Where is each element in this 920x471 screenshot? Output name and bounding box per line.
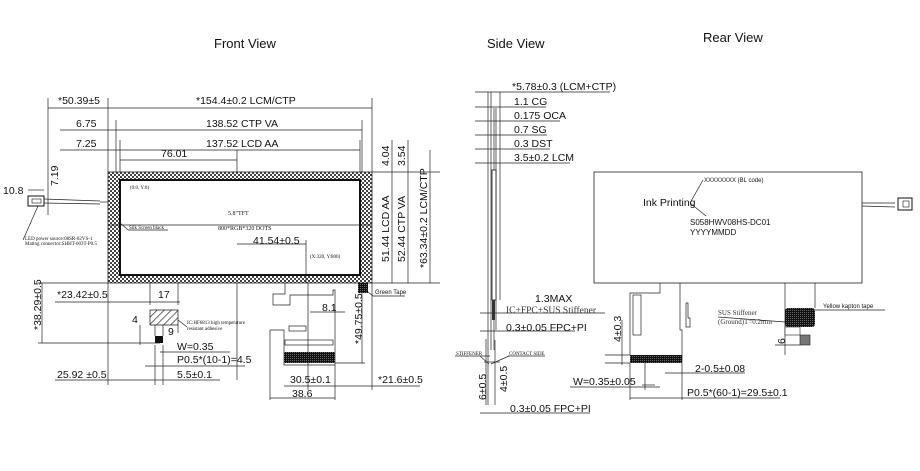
rear-fpc-outline <box>570 283 885 400</box>
silk-screen-label: Silk Screen black <box>129 226 164 231</box>
rear-view: Rear View Ink Printing XXXXXXXX (BL code… <box>570 30 913 400</box>
stiffener-profile <box>492 300 495 320</box>
stiffener-label: STIFFENER <box>456 352 483 357</box>
side-dim-total: *5.78±0.3 (LCM+CTP) <box>512 81 616 93</box>
sus-stiffener-block <box>799 334 811 346</box>
dim-pitch-10: P0.5*(10-1)=4.5 <box>177 354 252 366</box>
ic-label: IC:HF6813 high temperature <box>187 321 246 326</box>
dim-23-42: *23.42±0.5 <box>57 289 108 301</box>
side-view: Side View *5.78±0.3 (LCM+CTP) <box>455 36 616 415</box>
dim-38-29: *38.29±0.5 <box>32 279 44 330</box>
left-fpc-dimension-lines <box>38 282 245 385</box>
part-number: S058HWV08HS-DC01 <box>690 218 771 227</box>
rear-dim-2-0-5: 2-0.5±0.08 <box>695 363 745 375</box>
rear-dim-w: W=0.35±0.05 <box>573 376 636 388</box>
bl-code: XXXXXXXX (BL code) <box>704 178 763 184</box>
side-dim-oca: 0.175 OCA <box>514 110 566 122</box>
side-dim-max: 1.3MAX <box>535 293 572 305</box>
dim-7-25: 7.25 <box>76 138 97 150</box>
date-code: YYYYMMDD <box>690 228 736 237</box>
side-dim-6: 6±0.5 <box>477 374 489 400</box>
dim-3-54: 3.54 <box>396 145 408 166</box>
dim-63-34: *63.34±0.2 LCM/CTP <box>418 168 430 268</box>
rear-fpc-contacts <box>630 355 682 363</box>
dim-7-19: 7.19 <box>49 165 61 186</box>
dim-52-44: 52.44 CTP VA <box>396 196 408 262</box>
left-fpc-contacts <box>155 336 163 343</box>
front-view-title: Front View <box>214 36 277 51</box>
dim-41-54: 41.54±0.5 <box>253 235 300 247</box>
dim-50-39: *50.39±5 <box>58 95 100 107</box>
front-top-dimension-lines <box>47 98 440 380</box>
rear-panel <box>593 171 863 284</box>
dim-w-0-35: W=0.35 <box>177 341 214 353</box>
side-stack-lines <box>455 91 610 414</box>
adhesive-label: resistant adhesive <box>187 327 223 332</box>
side-fpc-pi-2: 0.3±0.05 FPC+PI <box>510 403 591 415</box>
lcm-body <box>491 169 497 301</box>
rear-dim-6: 6 <box>776 338 788 344</box>
dim-10-8: 10.8 <box>3 185 24 197</box>
sus-stiffener-label: SUS Stiffener <box>718 309 758 317</box>
side-dim-dst: 0.3 DST <box>514 138 553 150</box>
dim-4-04: 4.04 <box>380 145 392 166</box>
dim-21-6: *21.6±0.5 <box>378 374 423 386</box>
rear-dim-pitch: P0.5*(60-1)=29.5±0.1 <box>687 387 788 399</box>
side-fpc-pi-1: 0.3±0.05 FPC+PI <box>506 322 587 334</box>
dim-4: 4 <box>132 314 138 326</box>
dim-38-6: 38.6 <box>292 388 313 400</box>
green-tape <box>358 283 368 293</box>
rear-dim-4: 4±0.3 <box>612 316 624 342</box>
dim-8-1: 8.1 <box>322 302 337 314</box>
dim-51-44: 51.44 LCD AA <box>380 195 392 262</box>
dim-5-5: 5.5±0.1 <box>177 369 212 381</box>
side-dim-4: 4±0.5 <box>498 366 510 392</box>
contact-side-label: CONTACT SIDE <box>509 352 544 357</box>
active-area <box>119 179 361 276</box>
rear-view-title: Rear View <box>703 30 763 45</box>
dim-137-52: 137.52 LCD AA <box>206 138 278 150</box>
side-dim-lcm: 3.5±0.2 LCM <box>514 152 574 164</box>
kapton-label: Yellow kapton tape <box>823 304 874 310</box>
tft-label: 5.8"TFT <box>228 211 249 217</box>
front-view: Front View *50.39±5 *154.4±0.2 LCM/CTP 6… <box>3 36 440 400</box>
led-source-label: LED power source:08SR-02VS-1 <box>25 237 93 242</box>
mating-connector-label: Mating connector:SHHT-003T-P0.5 <box>25 242 97 247</box>
dim-138-52: 138.52 CTP VA <box>206 118 278 130</box>
side-dim-sg: 0.7 SG <box>514 124 547 136</box>
dots-label: 800*RGB*320 DOTS <box>218 226 272 232</box>
yellow-kapton-tape <box>785 308 815 327</box>
dim-25-92: 25.92 ±0.5 <box>57 369 107 381</box>
side-stiffener-stack: IC+FPC+SUS Stiffener <box>506 305 597 316</box>
ic-adhesive-area <box>149 309 179 326</box>
dim-76-01: 76.01 <box>161 148 187 160</box>
ink-printing-label: Ink Printing <box>643 197 696 209</box>
green-tape-label: Green Tape <box>375 290 407 296</box>
dim-9: 9 <box>168 326 174 338</box>
dim-30-5: 30.5±0.1 <box>290 374 331 386</box>
dim-49-75: *49.75±0.5 <box>353 293 365 344</box>
led-connector <box>27 172 108 215</box>
right-fpc-contacts <box>284 352 335 363</box>
dim-154-4: *154.4±0.2 LCM/CTP <box>196 95 296 107</box>
rear-cable-connector <box>861 197 913 211</box>
dim-17: 17 <box>158 289 170 301</box>
dim-6-75: 6.75 <box>76 118 97 130</box>
end-label: (X:320, Y:800) <box>310 255 341 260</box>
sus-ground-label: (Ground)T=0.2mm <box>718 318 772 326</box>
origin-label: (0:0, Y:0) <box>130 186 149 191</box>
right-fpc-outline <box>269 283 420 400</box>
side-view-title: Side View <box>487 36 545 51</box>
side-dim-cg: 1.1 CG <box>514 96 547 108</box>
